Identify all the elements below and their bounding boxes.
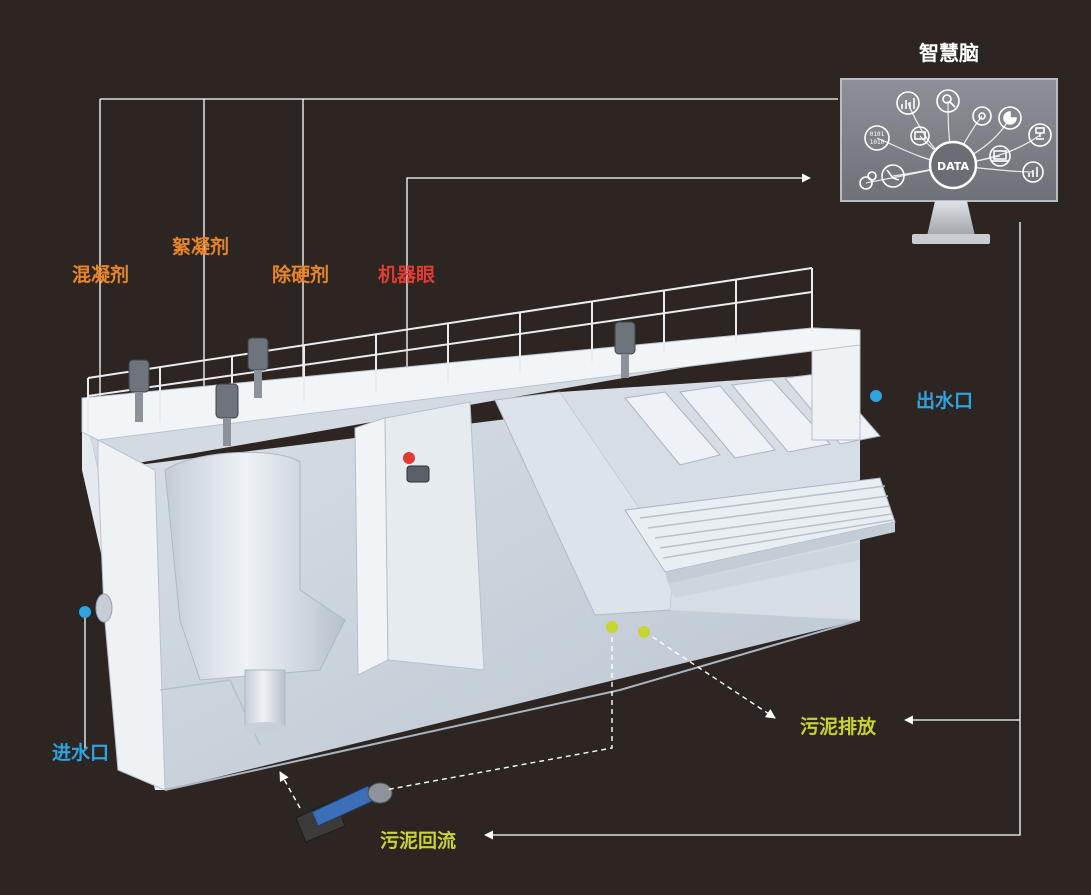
machine-eye-camera (406, 465, 430, 483)
coagulant-label: 混凝剂 (72, 264, 130, 286)
draft-tube (244, 669, 286, 731)
sludge-discharge-label: 污泥排放 (800, 716, 877, 738)
mixer-motors (128, 321, 636, 446)
binary-text-2: 1010 (870, 139, 885, 146)
mixing-cylinder (164, 451, 346, 681)
gear-icon (972, 106, 992, 126)
machine-eye-dot (403, 452, 415, 464)
sludge-dashed-lines (279, 628, 776, 809)
flocculant-label: 絮凝剂 (172, 236, 230, 258)
sludge-return-label: 污泥回流 (380, 830, 457, 852)
sludge-return-control-line (484, 222, 1021, 840)
outlet-label: 出水口 (916, 390, 974, 412)
gears-icon (859, 171, 877, 190)
control-lines (84, 98, 1021, 840)
walkway-handrail (87, 267, 813, 432)
magnifier-icon (936, 89, 960, 113)
bar-chart-icon (896, 91, 920, 115)
flowchart-icon (1028, 123, 1052, 147)
data-hub-circle (928, 140, 978, 190)
monitor-base (912, 234, 990, 244)
monitor-stand (927, 201, 975, 236)
clarifier-tank (81, 267, 896, 791)
inlet-dot (79, 606, 91, 618)
sludge-return-dot (606, 621, 618, 633)
sludge-return-flow (384, 628, 613, 791)
partition-wall-1 (354, 417, 389, 676)
sludge-return-pump (295, 782, 393, 843)
sludge-return-to-inlet (279, 771, 301, 809)
smart-brain-title: 智慧脑 (919, 41, 979, 65)
monitor-chart-icon (910, 126, 930, 146)
bar-chart-small-icon (1022, 161, 1044, 183)
pie-chart-icon (998, 106, 1022, 130)
partition-wall-2 (384, 401, 485, 671)
smart-brain-monitor: 0101 1010 DATA (840, 78, 1058, 244)
laptop-icon (989, 145, 1011, 167)
sludge-discharge-flow (644, 631, 776, 719)
data-hub-label: DATA (937, 160, 969, 173)
sludge-discharge-dot (638, 626, 650, 638)
binary-text: 0101 (870, 131, 885, 138)
inlet-pipe (95, 593, 113, 623)
inlet-label: 进水口 (52, 742, 110, 764)
machine-eye-label: 机器眼 (378, 264, 436, 286)
binary-code-icon (864, 125, 890, 151)
softener-label: 除硬剂 (272, 264, 330, 286)
line-chart-icon (881, 164, 905, 188)
inclined-tube-settler (624, 477, 896, 598)
outlet-dot (870, 390, 882, 402)
machine-eye-signal-line (406, 173, 811, 455)
